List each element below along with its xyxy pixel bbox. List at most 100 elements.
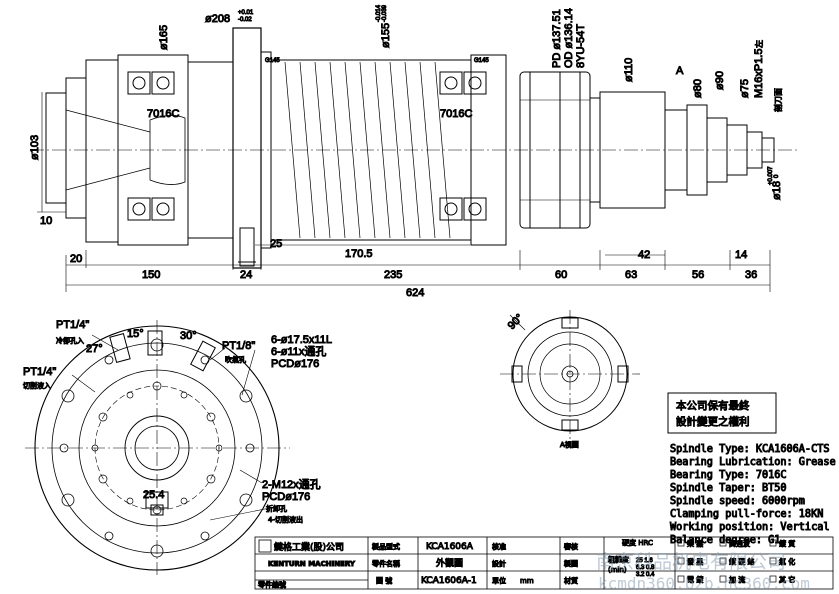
dim-56: 56 bbox=[692, 269, 704, 281]
dim-flange-tol-lower: -0.02 bbox=[238, 17, 252, 23]
dim-d110: ø110 bbox=[623, 58, 635, 82]
review-label: 審核 bbox=[564, 542, 578, 551]
dim-cut-face: 剖刀面 bbox=[773, 88, 783, 112]
dim-d103: ø103 bbox=[29, 135, 41, 160]
drawing-value: KCA1606A-1 bbox=[421, 576, 477, 586]
spec-line: Balance degree: G1 bbox=[670, 535, 780, 546]
dim-thread: M16xP1.5 bbox=[753, 48, 765, 98]
part-label: 零件名稱 bbox=[372, 559, 400, 568]
watermark-cn: 南京科品机电有限公司 bbox=[596, 551, 786, 573]
key-width: 25.4 bbox=[143, 489, 164, 501]
bolt-holes-inner bbox=[91, 381, 223, 515]
a-view bbox=[500, 310, 640, 440]
dim-a-marker: A bbox=[676, 65, 684, 77]
finish-options: 染 黑 高週波 鍍 質 發 黑 鍍 硬 鉻 氣 化 電 鍍 加 流 其 它 bbox=[677, 539, 796, 585]
spec-line: Spindle Taper: BT50 bbox=[670, 483, 787, 494]
finish-option: 鍍 硬 鉻 bbox=[729, 557, 754, 566]
front-view bbox=[25, 320, 290, 575]
dim-d18: ø18 bbox=[771, 181, 783, 200]
dim-42: 42 bbox=[638, 249, 650, 261]
drawing-label: 圖 號 bbox=[376, 576, 392, 585]
unit-label: 單位 bbox=[492, 576, 506, 585]
pt18-note: 吹氣孔 bbox=[225, 355, 246, 364]
pt14-left: PT1/4" bbox=[23, 366, 56, 378]
part-no-label: 零件編號 bbox=[258, 580, 286, 589]
part-value: 外觀圖 bbox=[436, 557, 463, 569]
dim-pd: PD ø137.51 bbox=[551, 9, 563, 68]
rough-value: 25 1.6 bbox=[636, 558, 653, 564]
pt18: PT1/8" bbox=[222, 340, 255, 352]
dim-d155: ø155 bbox=[380, 23, 392, 48]
design-label: 設計 bbox=[492, 559, 506, 568]
dim-624: 624 bbox=[406, 287, 424, 299]
dim-d18-tol-lower: 0 bbox=[774, 174, 780, 178]
dim-flange-dia: ø208 bbox=[205, 13, 230, 25]
spec-line: Working position: Vertical bbox=[670, 522, 829, 533]
drawing-std-label: 製圖 bbox=[564, 559, 578, 568]
finish-option: 鍍 質 bbox=[779, 539, 795, 548]
bolt-holes-outer bbox=[59, 338, 255, 558]
check-label: 核准 bbox=[492, 542, 506, 551]
spec-line: Spindle speed: 6000rpm bbox=[670, 496, 805, 507]
model-label: 製品型式 bbox=[372, 542, 400, 551]
dim-25: 25 bbox=[270, 238, 282, 250]
material-label: 材質 bbox=[564, 576, 578, 585]
bearing-left-lower bbox=[127, 197, 175, 221]
bearing-right-label: 7016C bbox=[440, 108, 472, 120]
bearing-left-label: 7016C bbox=[147, 108, 179, 120]
dim-belt: 8YU-54T bbox=[575, 24, 587, 68]
finish-option: 高週波 bbox=[729, 539, 750, 548]
company-en: KENTURN MACHINERY bbox=[268, 560, 356, 568]
bearing-left-upper bbox=[127, 71, 175, 95]
angle-27: 27° bbox=[86, 343, 103, 355]
dim-10: 10 bbox=[40, 215, 52, 227]
dim-24: 24 bbox=[240, 269, 252, 281]
pcd-176-bottom: PCDø176 bbox=[262, 491, 310, 503]
company-cn: 鍵格工業(股)公司 bbox=[274, 541, 344, 553]
watermark-url: kcmdn360.b2b.hc360.com bbox=[598, 574, 810, 593]
finish-option: 染 黑 bbox=[687, 539, 703, 548]
rough-value: 3.2 0.4 bbox=[636, 572, 655, 578]
dim-20: 20 bbox=[70, 253, 82, 265]
angle-30: 30° bbox=[180, 330, 197, 342]
notice-line1: 本公司保有最終 bbox=[676, 399, 750, 412]
pt14-left-note: 切削液入 bbox=[23, 381, 51, 390]
dim-150: 150 bbox=[142, 269, 160, 281]
a-view-angle: 90° bbox=[506, 312, 526, 332]
model-value: KCA1606A bbox=[426, 542, 474, 552]
pt14-top: PT1/4" bbox=[56, 319, 89, 331]
dim-d90: ø90 bbox=[714, 71, 726, 90]
title-block bbox=[254, 536, 834, 590]
finish-option: 發 黑 bbox=[687, 557, 703, 566]
dim-od: OD ø136.14 bbox=[563, 8, 575, 68]
dim-flange-tol-upper: +0.01 bbox=[238, 10, 254, 16]
helical-grooves bbox=[284, 61, 451, 239]
side-view bbox=[30, 27, 800, 269]
dim-14: 14 bbox=[735, 249, 747, 261]
finish-option: 氣 化 bbox=[779, 557, 795, 566]
spec-list: Spindle Type: KCA1606A-CTS Bearing Lubri… bbox=[670, 444, 837, 547]
rough-unit: (min) bbox=[608, 566, 627, 574]
spec-line: Bearing Type: 7016C bbox=[670, 470, 787, 481]
dim-d155-tol-upper: -0.014 bbox=[376, 4, 382, 22]
pcd-176-top: PCDø176 bbox=[271, 358, 319, 370]
unit-value: mm bbox=[520, 577, 534, 585]
spec-line: Clamping pull-force: 18KN bbox=[670, 509, 823, 520]
rough-value: 6.3 0.8 bbox=[636, 565, 655, 571]
coolant-out: 4-切削液出 bbox=[268, 515, 303, 524]
spec-line: Spindle Type: KCA1606A-CTS bbox=[670, 444, 829, 455]
m12-line2: 折卸孔 bbox=[266, 504, 287, 513]
finish-option: 加 流 bbox=[729, 575, 745, 584]
dim-60: 60 bbox=[555, 269, 567, 281]
dim-d165: ø165 bbox=[158, 25, 170, 50]
dim-63: 63 bbox=[625, 269, 637, 281]
dim-d155-tol-lower: -0.039 bbox=[382, 4, 388, 22]
dim-36: 36 bbox=[745, 269, 757, 281]
dim-170-5: 170.5 bbox=[345, 248, 373, 260]
dim-d18-tol-upper: +0.007 bbox=[768, 166, 774, 185]
bearing-right-upper bbox=[439, 71, 487, 95]
dim-235: 235 bbox=[384, 269, 402, 281]
side-dim-lines bbox=[37, 92, 771, 292]
